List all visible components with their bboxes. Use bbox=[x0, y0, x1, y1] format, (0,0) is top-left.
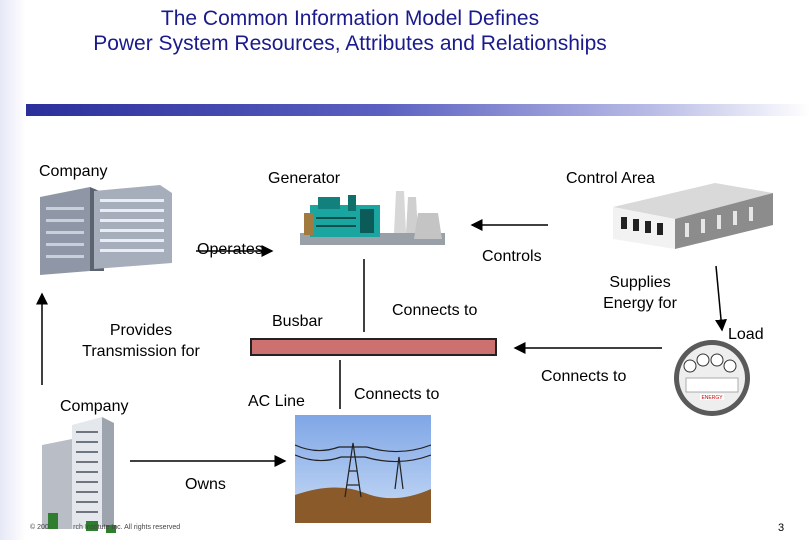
supplies-line-1: Supplies bbox=[609, 274, 671, 291]
supplies-line-2: Energy for bbox=[603, 295, 677, 312]
skyscraper-icon bbox=[42, 417, 116, 533]
generator-label: Generator bbox=[268, 170, 341, 187]
power-plant-icon bbox=[300, 191, 445, 245]
controls-label: Controls bbox=[482, 248, 542, 265]
control-area-label: Control Area bbox=[566, 170, 655, 187]
transmission-tower-icon bbox=[295, 415, 431, 523]
left-accent-bar bbox=[0, 0, 26, 540]
provides-transmission-label: Provides Transmission for bbox=[60, 320, 222, 362]
control-center-icon bbox=[613, 183, 773, 249]
busbar-label: Busbar bbox=[272, 313, 323, 330]
company-bottom-label: Company bbox=[60, 398, 129, 415]
provides-line-2: Transmission for bbox=[82, 343, 200, 360]
provides-line-1: Provides bbox=[109, 322, 173, 339]
page-title: The Common Information Model Defines Pow… bbox=[0, 6, 700, 56]
company-top-label: Company bbox=[39, 163, 108, 180]
title-line-1: The Common Information Model Defines bbox=[160, 7, 540, 30]
owns-label: Owns bbox=[185, 476, 226, 493]
copyright-text: © 200 rch Institute Inc. All rights rese… bbox=[30, 524, 181, 531]
office-building-icon bbox=[40, 185, 172, 275]
svg-text:ENERGY: ENERGY bbox=[701, 395, 723, 401]
page-number: 3 bbox=[778, 522, 785, 534]
supplies-energy-label: Supplies Energy for bbox=[590, 272, 690, 314]
connects-to-load-label: Connects to bbox=[541, 368, 627, 385]
load-label: Load bbox=[728, 326, 764, 343]
operates-label: Operates bbox=[197, 241, 263, 258]
electric-meter-icon: ENERGY bbox=[674, 340, 750, 416]
busbar-bar bbox=[250, 338, 497, 356]
connects-to-generator-label: Connects to bbox=[392, 302, 478, 319]
title-rule bbox=[26, 104, 810, 116]
connects-to-acline-label: Connects to bbox=[354, 386, 440, 403]
supplies-arrow bbox=[715, 265, 727, 332]
title-line-2: Power System Resources, Attributes and R… bbox=[93, 32, 607, 55]
ac-line-label: AC Line bbox=[248, 393, 305, 410]
